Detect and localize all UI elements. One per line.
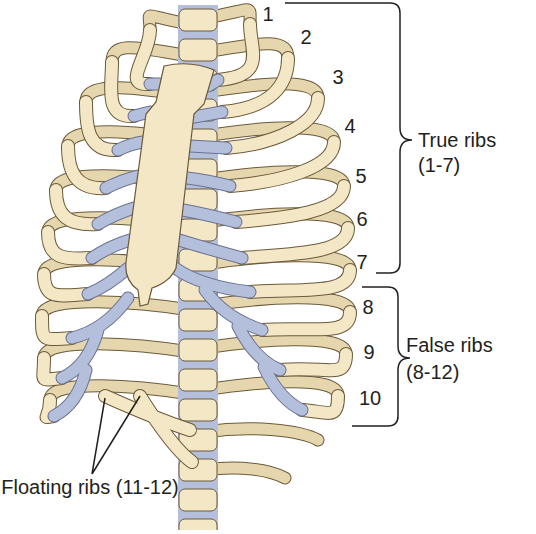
leader-line: [92, 396, 140, 474]
rib-number: 8: [353, 295, 383, 319]
group-label: Floating ribs (11-12): [0, 474, 180, 500]
rib-number: 6: [347, 207, 377, 231]
rib-number: 3: [323, 65, 353, 89]
group-label: True ribs (1-7): [418, 128, 518, 178]
sternum: [126, 64, 214, 306]
rib-fill: [42, 24, 350, 462]
group-label: False ribs (8-12): [406, 332, 516, 386]
rib-number: 1: [253, 2, 283, 26]
rib-number: 7: [347, 250, 377, 274]
rib-number: 5: [346, 164, 376, 188]
bracket: [285, 3, 412, 273]
rib-number: 4: [335, 114, 365, 138]
rib-outline: [42, 24, 350, 462]
rib-number: 10: [350, 386, 390, 410]
rib-number: 9: [354, 340, 384, 364]
rib-number: 2: [291, 25, 321, 49]
